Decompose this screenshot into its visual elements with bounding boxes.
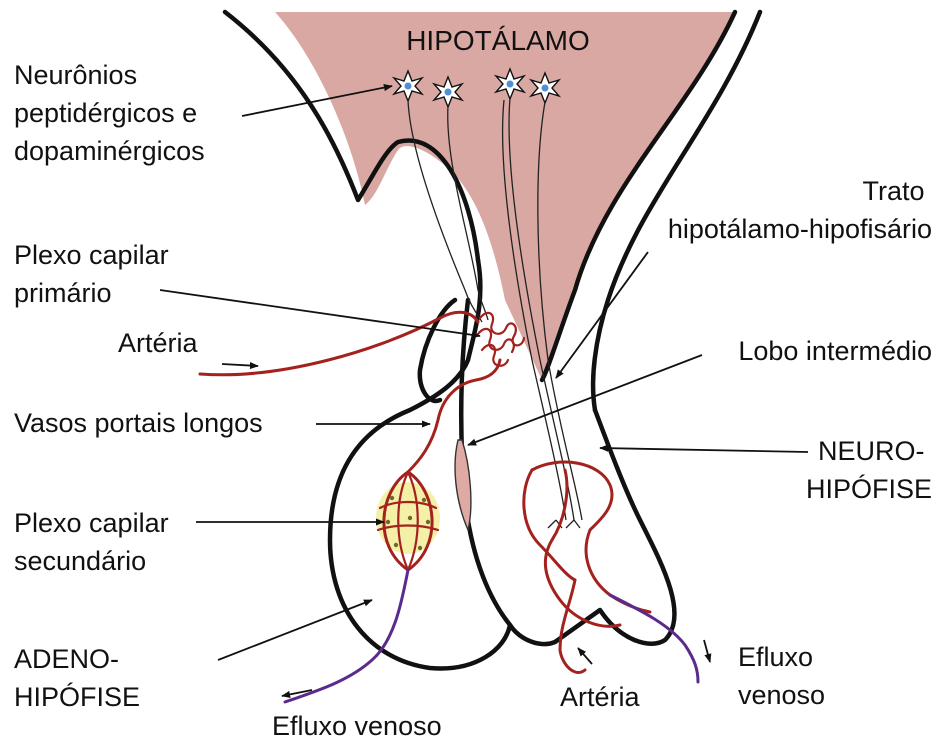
secondary-plexus-label-line: Plexo capilar [14,508,169,538]
adenohypophysis-label-line: HIPÓFISE [14,681,140,712]
left-venous-efflux-vein [285,570,408,702]
neurons-label-line: Neurônios [14,60,137,90]
secondary-plexus-label: Plexo capilar secundário [14,508,176,576]
neurohypophysis-label-line: NEURO- [818,436,925,466]
long-portal-vessels-label: Vasos portais longos [14,408,263,438]
right-venous-efflux-label-line: venoso [738,680,825,710]
left-venous-efflux-label: Efluxo venoso [272,711,442,741]
primary-plexus-label: Plexo capilar primário [14,240,176,308]
hypothalamus-region [275,12,735,380]
secondary-capillary-plexus [376,472,440,570]
hypothalamus-label: HIPOTÁLAMO [406,25,590,56]
neurons-label: Neurônios peptidérgicos e dopaminérgicos [14,60,205,166]
neurohypophysis-leader-line [600,448,808,452]
neurons-label-line: dopaminérgicos [14,136,205,166]
right-venous-efflux-vein [610,595,698,682]
left-artery-flow-arrow [222,364,258,366]
primary-plexus-leader-line [160,290,480,336]
right-artery-label: Artéria [560,682,641,712]
secondary-plexus-label-line: secundário [14,546,146,576]
tract-label-line: Trato [862,176,924,206]
adenohypophysis-leader-line [218,600,372,660]
right-venous-efflux-label: Efluxo venoso [738,642,825,710]
primary-plexus-label-line: Plexo capilar [14,240,169,270]
adenohypophysis-label: ADENO- HIPÓFISE [14,644,140,712]
tract-label-line: hipotálamo-hipofisário [668,214,932,244]
right-artery-flow-arrow [578,648,592,664]
intermediate-lobe-leader-line [468,355,702,445]
primary-plexus-label-line: primário [14,278,112,308]
neurohypophysis-label: NEURO- HIPÓFISE [806,436,932,504]
tract-label: Trato hipotálamo-hipofisário [668,176,932,244]
left-artery-label: Artéria [118,328,199,358]
neurons-label-line: peptidérgicos e [14,98,197,128]
intermediate-lobe [455,440,471,530]
adenohypophysis-label-line: ADENO- [14,644,119,674]
right-venous-efflux-label-line: Efluxo [738,642,813,672]
right-venous-flow-arrow [704,640,710,662]
intermediate-lobe-label: Lobo intermédio [738,336,932,366]
neurohypophysis-label-line: HIPÓFISE [806,473,932,504]
